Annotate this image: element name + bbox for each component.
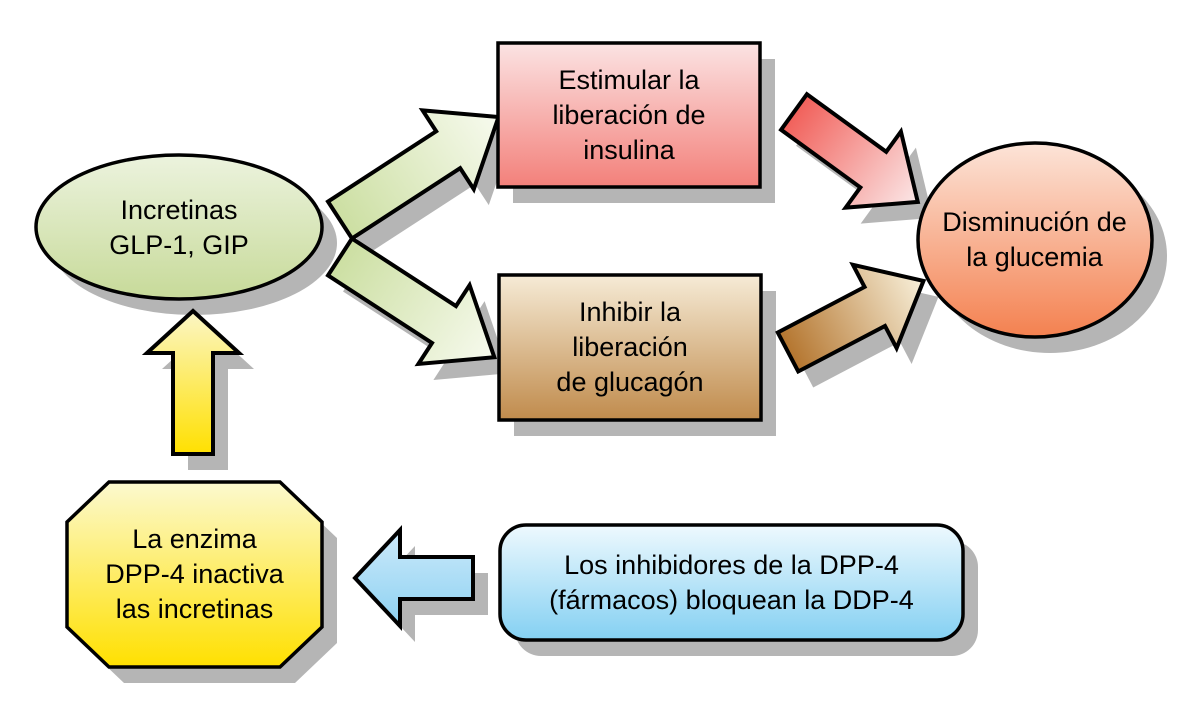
dpp4-inhibitors-node xyxy=(498,523,965,642)
stimulate-insulin-node xyxy=(496,41,762,189)
shape-layer xyxy=(34,41,1154,669)
glycemia-node xyxy=(916,141,1154,339)
dpp4-enzyme-node xyxy=(65,480,324,669)
inhibit-glucagon-node xyxy=(497,273,763,422)
incretins-node xyxy=(34,153,324,301)
